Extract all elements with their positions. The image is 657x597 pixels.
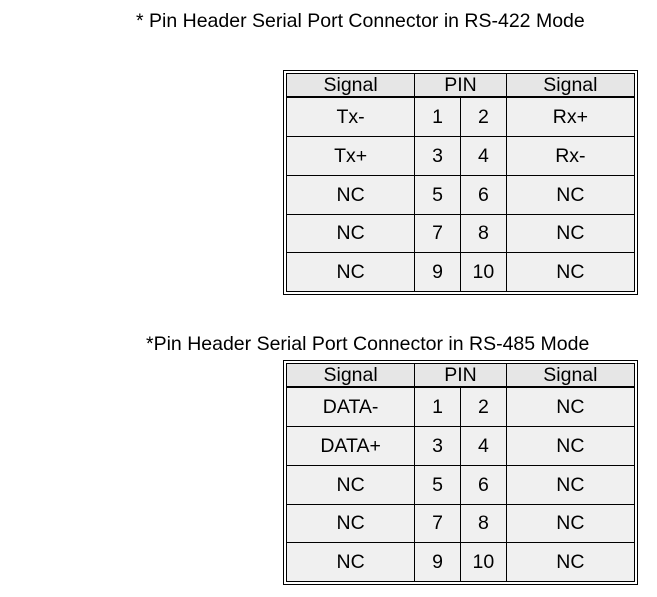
pin-even-cell: 2 — [459, 386, 507, 428]
table-row: NC 9 10 NC — [285, 252, 636, 292]
pin-even-cell: 6 — [459, 464, 507, 505]
signal-left-cell: NC — [285, 252, 416, 292]
signal-right-cell: NC — [505, 503, 636, 544]
pin-even-cell: 2 — [459, 96, 507, 138]
table-header-row: Signal PIN Signal — [285, 363, 636, 388]
pin-header: PIN — [414, 363, 507, 388]
signal-left-cell: NC — [285, 503, 416, 544]
signal-left-cell: Tx+ — [285, 136, 416, 176]
table-row: NC 9 10 NC — [285, 542, 636, 582]
table-row: NC 5 6 NC — [285, 464, 636, 505]
pin-odd-cell: 1 — [414, 96, 461, 138]
signal-left-cell: NC — [285, 174, 416, 215]
table-row: NC 7 8 NC — [285, 213, 636, 254]
rs422-pin-table: Signal PIN Signal Tx- 1 2 Rx+ Tx+ 3 4 Rx… — [285, 73, 636, 292]
rs422-pin-table-frame: Signal PIN Signal Tx- 1 2 Rx+ Tx+ 3 4 Rx… — [283, 70, 638, 295]
pin-even-cell: 4 — [459, 426, 507, 466]
pin-even-cell: 8 — [459, 213, 507, 254]
pin-odd-cell: 9 — [414, 542, 461, 582]
signal-left-cell: DATA- — [285, 386, 416, 428]
pin-even-cell: 6 — [459, 174, 507, 215]
signal-header: Signal — [285, 363, 416, 388]
table-row: DATA+ 3 4 NC — [285, 426, 636, 466]
pin-even-cell: 10 — [459, 542, 507, 582]
signal-left-cell: NC — [285, 542, 416, 582]
table-row: NC 5 6 NC — [285, 174, 636, 215]
signal-right-cell: Rx- — [505, 136, 636, 176]
signal-right-cell: NC — [505, 426, 636, 466]
signal-right-cell: Rx+ — [505, 96, 636, 138]
pin-odd-cell: 7 — [414, 503, 461, 544]
signal-right-cell: NC — [505, 213, 636, 254]
pin-even-cell: 8 — [459, 503, 507, 544]
rs485-pin-table-frame: Signal PIN Signal DATA- 1 2 NC DATA+ 3 4… — [283, 360, 638, 585]
rs485-table-caption: *Pin Header Serial Port Connector in RS-… — [146, 333, 590, 355]
signal-left-cell: Tx- — [285, 96, 416, 138]
pin-header: PIN — [414, 73, 507, 98]
table-header-row: Signal PIN Signal — [285, 73, 636, 98]
signal-left-cell: DATA+ — [285, 426, 416, 466]
pin-even-cell: 10 — [459, 252, 507, 292]
signal-right-cell: NC — [505, 542, 636, 582]
pin-odd-cell: 3 — [414, 136, 461, 176]
signal-header: Signal — [505, 73, 636, 98]
signal-header: Signal — [505, 363, 636, 388]
table-row: Tx- 1 2 Rx+ — [285, 96, 636, 138]
pin-odd-cell: 7 — [414, 213, 461, 254]
signal-right-cell: NC — [505, 386, 636, 428]
pin-odd-cell: 1 — [414, 386, 461, 428]
pin-odd-cell: 5 — [414, 464, 461, 505]
signal-left-cell: NC — [285, 464, 416, 505]
signal-left-cell: NC — [285, 213, 416, 254]
pin-even-cell: 4 — [459, 136, 507, 176]
pin-odd-cell: 5 — [414, 174, 461, 215]
signal-right-cell: NC — [505, 464, 636, 505]
signal-right-cell: NC — [505, 174, 636, 215]
rs485-pin-table: Signal PIN Signal DATA- 1 2 NC DATA+ 3 4… — [285, 363, 636, 582]
pin-odd-cell: 9 — [414, 252, 461, 292]
signal-right-cell: NC — [505, 252, 636, 292]
table-row: NC 7 8 NC — [285, 503, 636, 544]
rs422-table-caption: * Pin Header Serial Port Connector in RS… — [136, 10, 585, 32]
pin-odd-cell: 3 — [414, 426, 461, 466]
signal-header: Signal — [285, 73, 416, 98]
table-row: DATA- 1 2 NC — [285, 386, 636, 428]
table-row: Tx+ 3 4 Rx- — [285, 136, 636, 176]
